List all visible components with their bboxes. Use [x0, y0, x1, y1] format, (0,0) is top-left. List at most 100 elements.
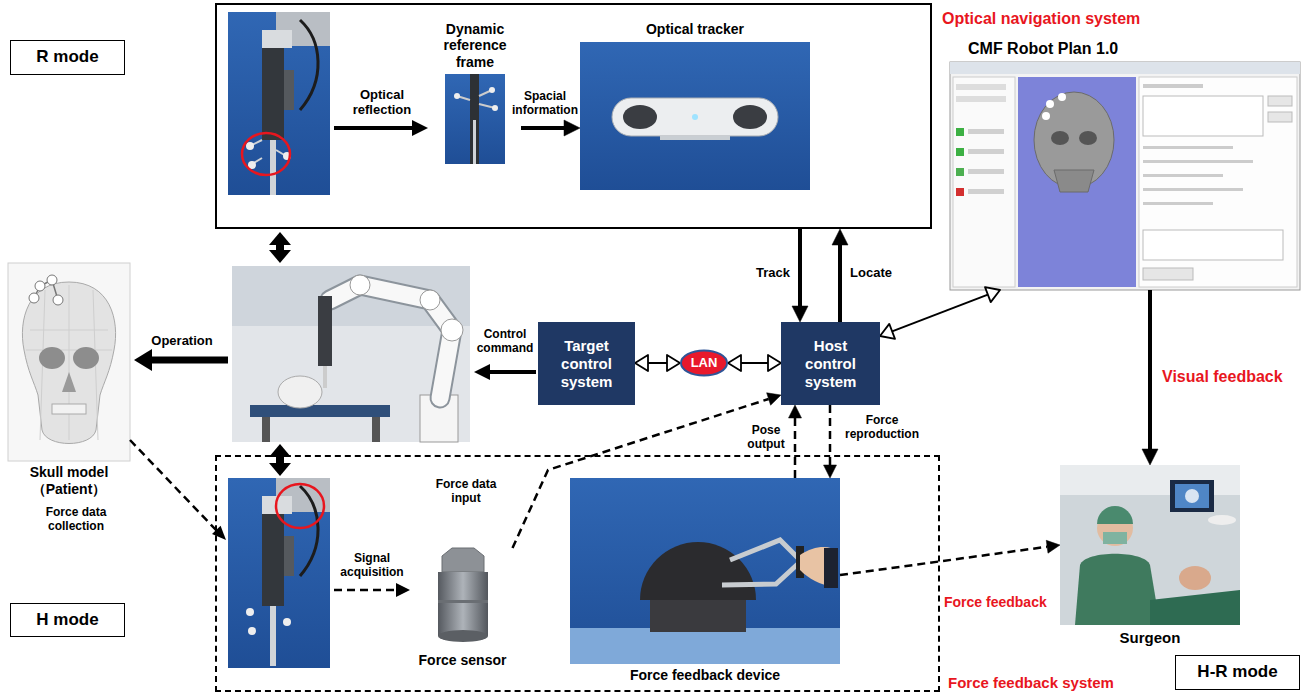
robot-tool-photo: [248, 627, 256, 635]
edge-label: Force feedback: [944, 594, 1047, 610]
haptic-device-photo: [570, 478, 840, 664]
haptic-device-photo: [570, 478, 840, 664]
skull-model-photo: [26, 285, 112, 440]
system-frame: Force feedback systemForce sensorForce f…: [215, 455, 940, 692]
skull-model-photo: [39, 347, 65, 369]
haptic-device-photo: [650, 600, 746, 632]
skull-model-photo: [29, 293, 39, 303]
surgeon-photo: [1075, 554, 1160, 625]
skull-model-photo: [52, 404, 86, 414]
arrow-head: [789, 405, 802, 418]
robot-tool-photo: [262, 514, 284, 606]
connector: [792, 229, 808, 322]
haptic-device-photo: [824, 548, 838, 588]
surgeon-photo: [1103, 532, 1127, 544]
robot-arm-photo: [350, 275, 370, 295]
image-panel: Force sensor: [413, 538, 513, 669]
control-box: Target control system: [538, 322, 635, 405]
double-arrow: [269, 463, 291, 476]
surgeon-photo: [1170, 480, 1214, 512]
robot-arm-photo: [330, 285, 452, 398]
software-screenshot: [956, 168, 964, 176]
arrow-label: Operation: [142, 334, 222, 349]
software-screenshot: [950, 62, 1300, 290]
arrow-head: [767, 393, 781, 405]
connector-line: [798, 229, 802, 306]
haptic-device-photo: [570, 628, 840, 664]
robot-tool-photo: [262, 48, 284, 140]
image-caption: Force sensor: [413, 652, 513, 669]
arrow-head: [824, 465, 837, 478]
software-screenshot: [1143, 160, 1253, 163]
box-label: H mode: [36, 610, 98, 630]
box-label: H-R mode: [1197, 662, 1277, 682]
dashed-arrow: [130, 440, 216, 530]
software-screenshot: [953, 77, 1015, 287]
software-screenshot: [1143, 174, 1223, 177]
network-ellipse: LAN: [680, 349, 728, 377]
surgeon-photo: [1060, 465, 1240, 625]
robot-tool-photo: [228, 12, 330, 195]
connector: [635, 355, 680, 371]
tracker-photo: [623, 105, 657, 129]
skull-model-photo: [22, 282, 115, 444]
software-screenshot: [1079, 131, 1097, 145]
robot-arm-photo: [278, 376, 322, 408]
arrow-head: [792, 306, 808, 322]
dashed-arrow: [130, 440, 410, 597]
reference-frame-photo: [473, 120, 476, 164]
double-arrow: [269, 232, 291, 476]
arrow-head: [728, 355, 741, 371]
software-screenshot: [956, 96, 1006, 102]
reference-frame-photo: [445, 74, 505, 164]
software-screenshot: [1018, 77, 1136, 287]
software-screenshot: [956, 84, 1006, 90]
skull-model-photo: [35, 281, 45, 291]
arrow-head: [635, 355, 648, 371]
software-screenshot: [950, 62, 1300, 290]
software-screenshot: [1143, 202, 1213, 205]
image-caption: Skull model（Patient）: [7, 464, 131, 498]
signal-arrow: [134, 349, 152, 371]
robot-tool-photo: [246, 142, 254, 150]
connector: [832, 229, 848, 322]
skull-model-photo: [8, 263, 130, 461]
robot-arm-photo: [250, 405, 390, 417]
edge-label: Force reproduction: [838, 414, 926, 442]
force-sensor-photo: [438, 630, 488, 642]
reference-frame-photo: [489, 87, 495, 93]
tracker-photo: [733, 105, 767, 129]
reference-frame-photo: [470, 74, 479, 164]
connector-line: [741, 362, 768, 364]
software-screenshot: [1139, 77, 1297, 287]
connector-line: [1148, 290, 1152, 449]
image-panel: Dynamic reference frame: [429, 21, 521, 164]
surgeon-photo: [1208, 515, 1236, 525]
surgeon-photo: [1097, 506, 1133, 524]
connector: [728, 355, 781, 371]
signal-arrow: [334, 126, 414, 130]
image-panel: CMF Robot Plan 1.0: [950, 39, 1300, 290]
arrow-head: [1142, 449, 1158, 465]
software-screenshot: [968, 129, 1004, 134]
robot-arm-photo: [262, 417, 270, 442]
skull-model-photo: [47, 275, 57, 285]
robot-tool-photo: [228, 12, 330, 195]
tracker-photo: [612, 98, 778, 136]
connector: [824, 405, 837, 478]
skull-model-photo: [53, 295, 63, 305]
connector: [789, 405, 802, 478]
surgeon-photo: [1185, 489, 1199, 503]
tracker-photo: [692, 114, 698, 120]
robot-arm-photo: [420, 290, 440, 310]
software-screenshot: [1051, 131, 1069, 145]
ellipse-outline: [681, 350, 727, 375]
edge-label: Spacial information: [511, 90, 579, 118]
robot-arm-photo: [372, 417, 380, 442]
arrow-label: Force data collection: [28, 506, 124, 534]
image-caption: Force feedback device: [570, 667, 840, 684]
connector-line: [840, 547, 1047, 575]
connector: [521, 120, 580, 136]
reference-frame-photo: [492, 105, 498, 111]
